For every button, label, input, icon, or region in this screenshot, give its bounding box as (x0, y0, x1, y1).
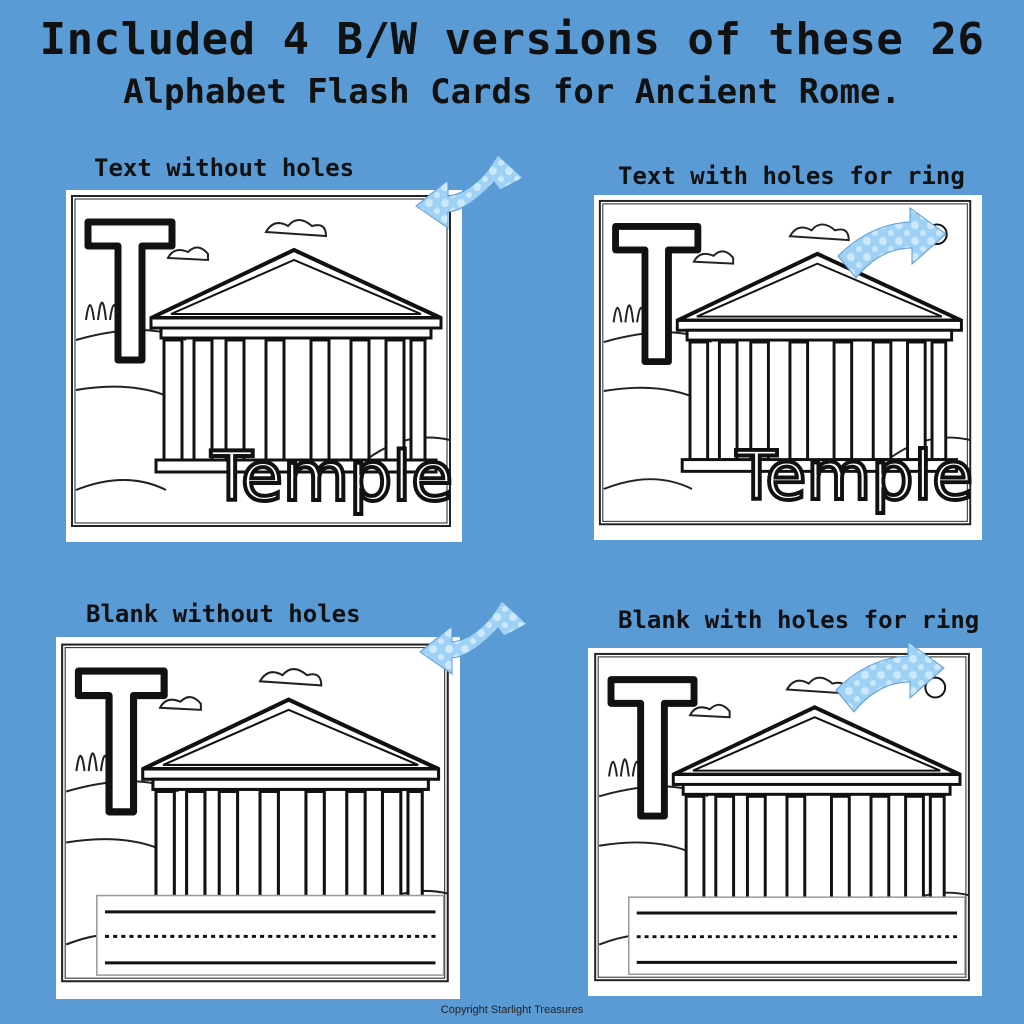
card-label-blank-with-holes: Blank with holes for ring (618, 606, 980, 634)
card-word: Temple (210, 438, 453, 517)
arrow-icon (415, 154, 524, 229)
copyright-text: Copyright Starlight Treasures (440, 1004, 584, 1016)
header-subtitle: Alphabet Flash Cards for Ancient Rome. (123, 72, 901, 112)
ring-hole-icon (924, 676, 947, 699)
arrow-icon (419, 600, 528, 675)
flash-card-blank-with-holes (588, 648, 982, 996)
card-label-blank-without-holes: Blank without holes (86, 600, 361, 628)
arrow-icon (835, 641, 945, 713)
card-label-text-with-holes: Text with holes for ring (618, 162, 965, 190)
flash-card-text-without-holes: Temple (66, 190, 462, 542)
card-word: Temple (735, 437, 973, 515)
flash-card-blank-without-holes (56, 637, 460, 999)
arrow-icon (837, 207, 947, 279)
card-label-text-without-holes: Text without holes (94, 154, 355, 182)
header-title: Included 4 B/W versions of these 26 (39, 14, 985, 65)
